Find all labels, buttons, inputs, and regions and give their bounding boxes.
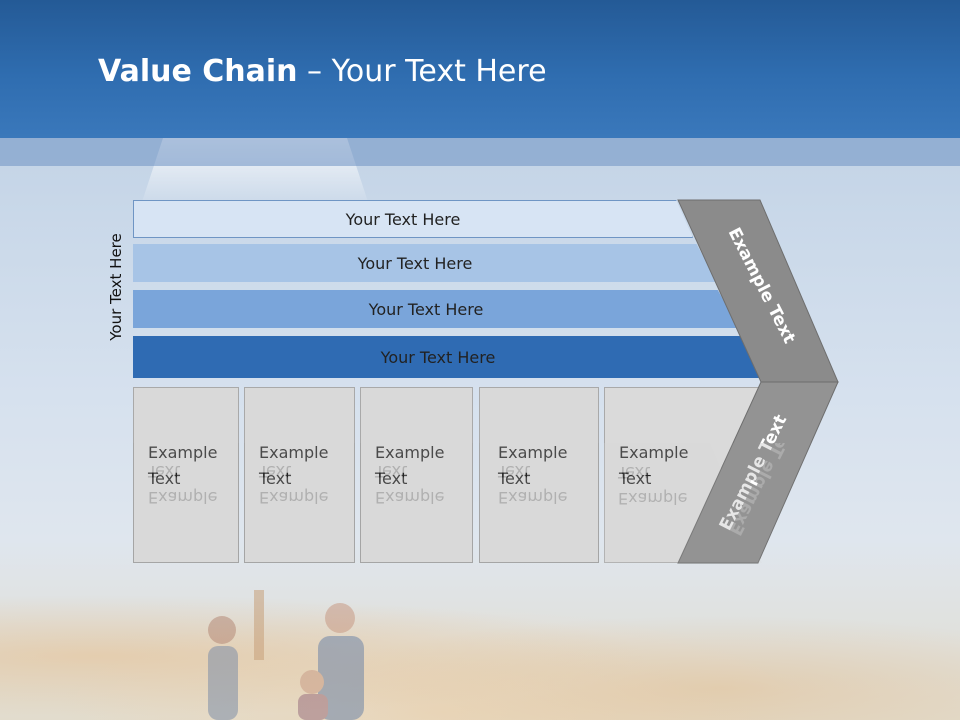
reflection-chevron-lower: [678, 443, 838, 563]
title-rest: – Your Text Here: [297, 54, 547, 89]
bar-2-label: Your Text Here: [357, 253, 473, 273]
column-5-line1: Example: [619, 443, 688, 462]
bar-4-label: Your Text Here: [380, 347, 496, 367]
people-image: [208, 590, 364, 720]
header-band: [0, 0, 960, 138]
bar-2: Your Text Here: [133, 244, 717, 282]
column-3-line2: Text: [375, 469, 407, 488]
column-2-line1: Example: [259, 443, 328, 462]
bar-4: Your Text Here: [133, 336, 763, 378]
header-subband: [0, 138, 960, 166]
clouds-image: [0, 560, 960, 720]
bar-1-label: Your Text Here: [345, 209, 461, 229]
chevron-lower: [677, 381, 839, 564]
column-1-line2: Text: [148, 469, 180, 488]
reflection-chevron: Example Text: [678, 443, 838, 563]
column-2-line2: Text: [259, 469, 291, 488]
slide-title: Value Chain – Your Text Here: [98, 54, 547, 89]
column-4-line1: Example: [498, 443, 567, 462]
column-3-line1: Example: [375, 443, 444, 462]
bar-3: Your Text Here: [133, 290, 739, 328]
title-bold: Value Chain: [98, 54, 298, 89]
column-1-line1: Example: [148, 443, 217, 462]
column-4-line2: Text: [498, 469, 530, 488]
column-5-line2: Text: [619, 469, 651, 488]
bar-1: Your Text Here: [133, 200, 693, 238]
bar-3-label: Your Text Here: [368, 299, 484, 319]
